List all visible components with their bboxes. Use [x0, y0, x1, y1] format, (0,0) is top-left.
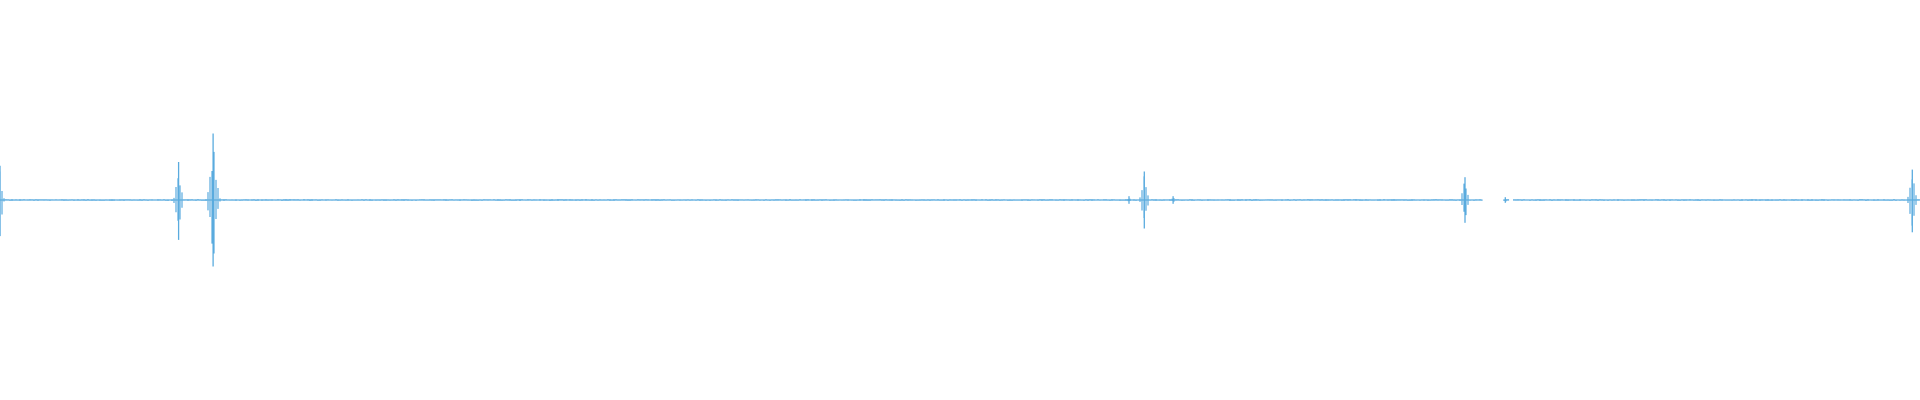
waveform-envelope: [0, 151, 1920, 254]
waveform-series: [0, 133, 1920, 267]
